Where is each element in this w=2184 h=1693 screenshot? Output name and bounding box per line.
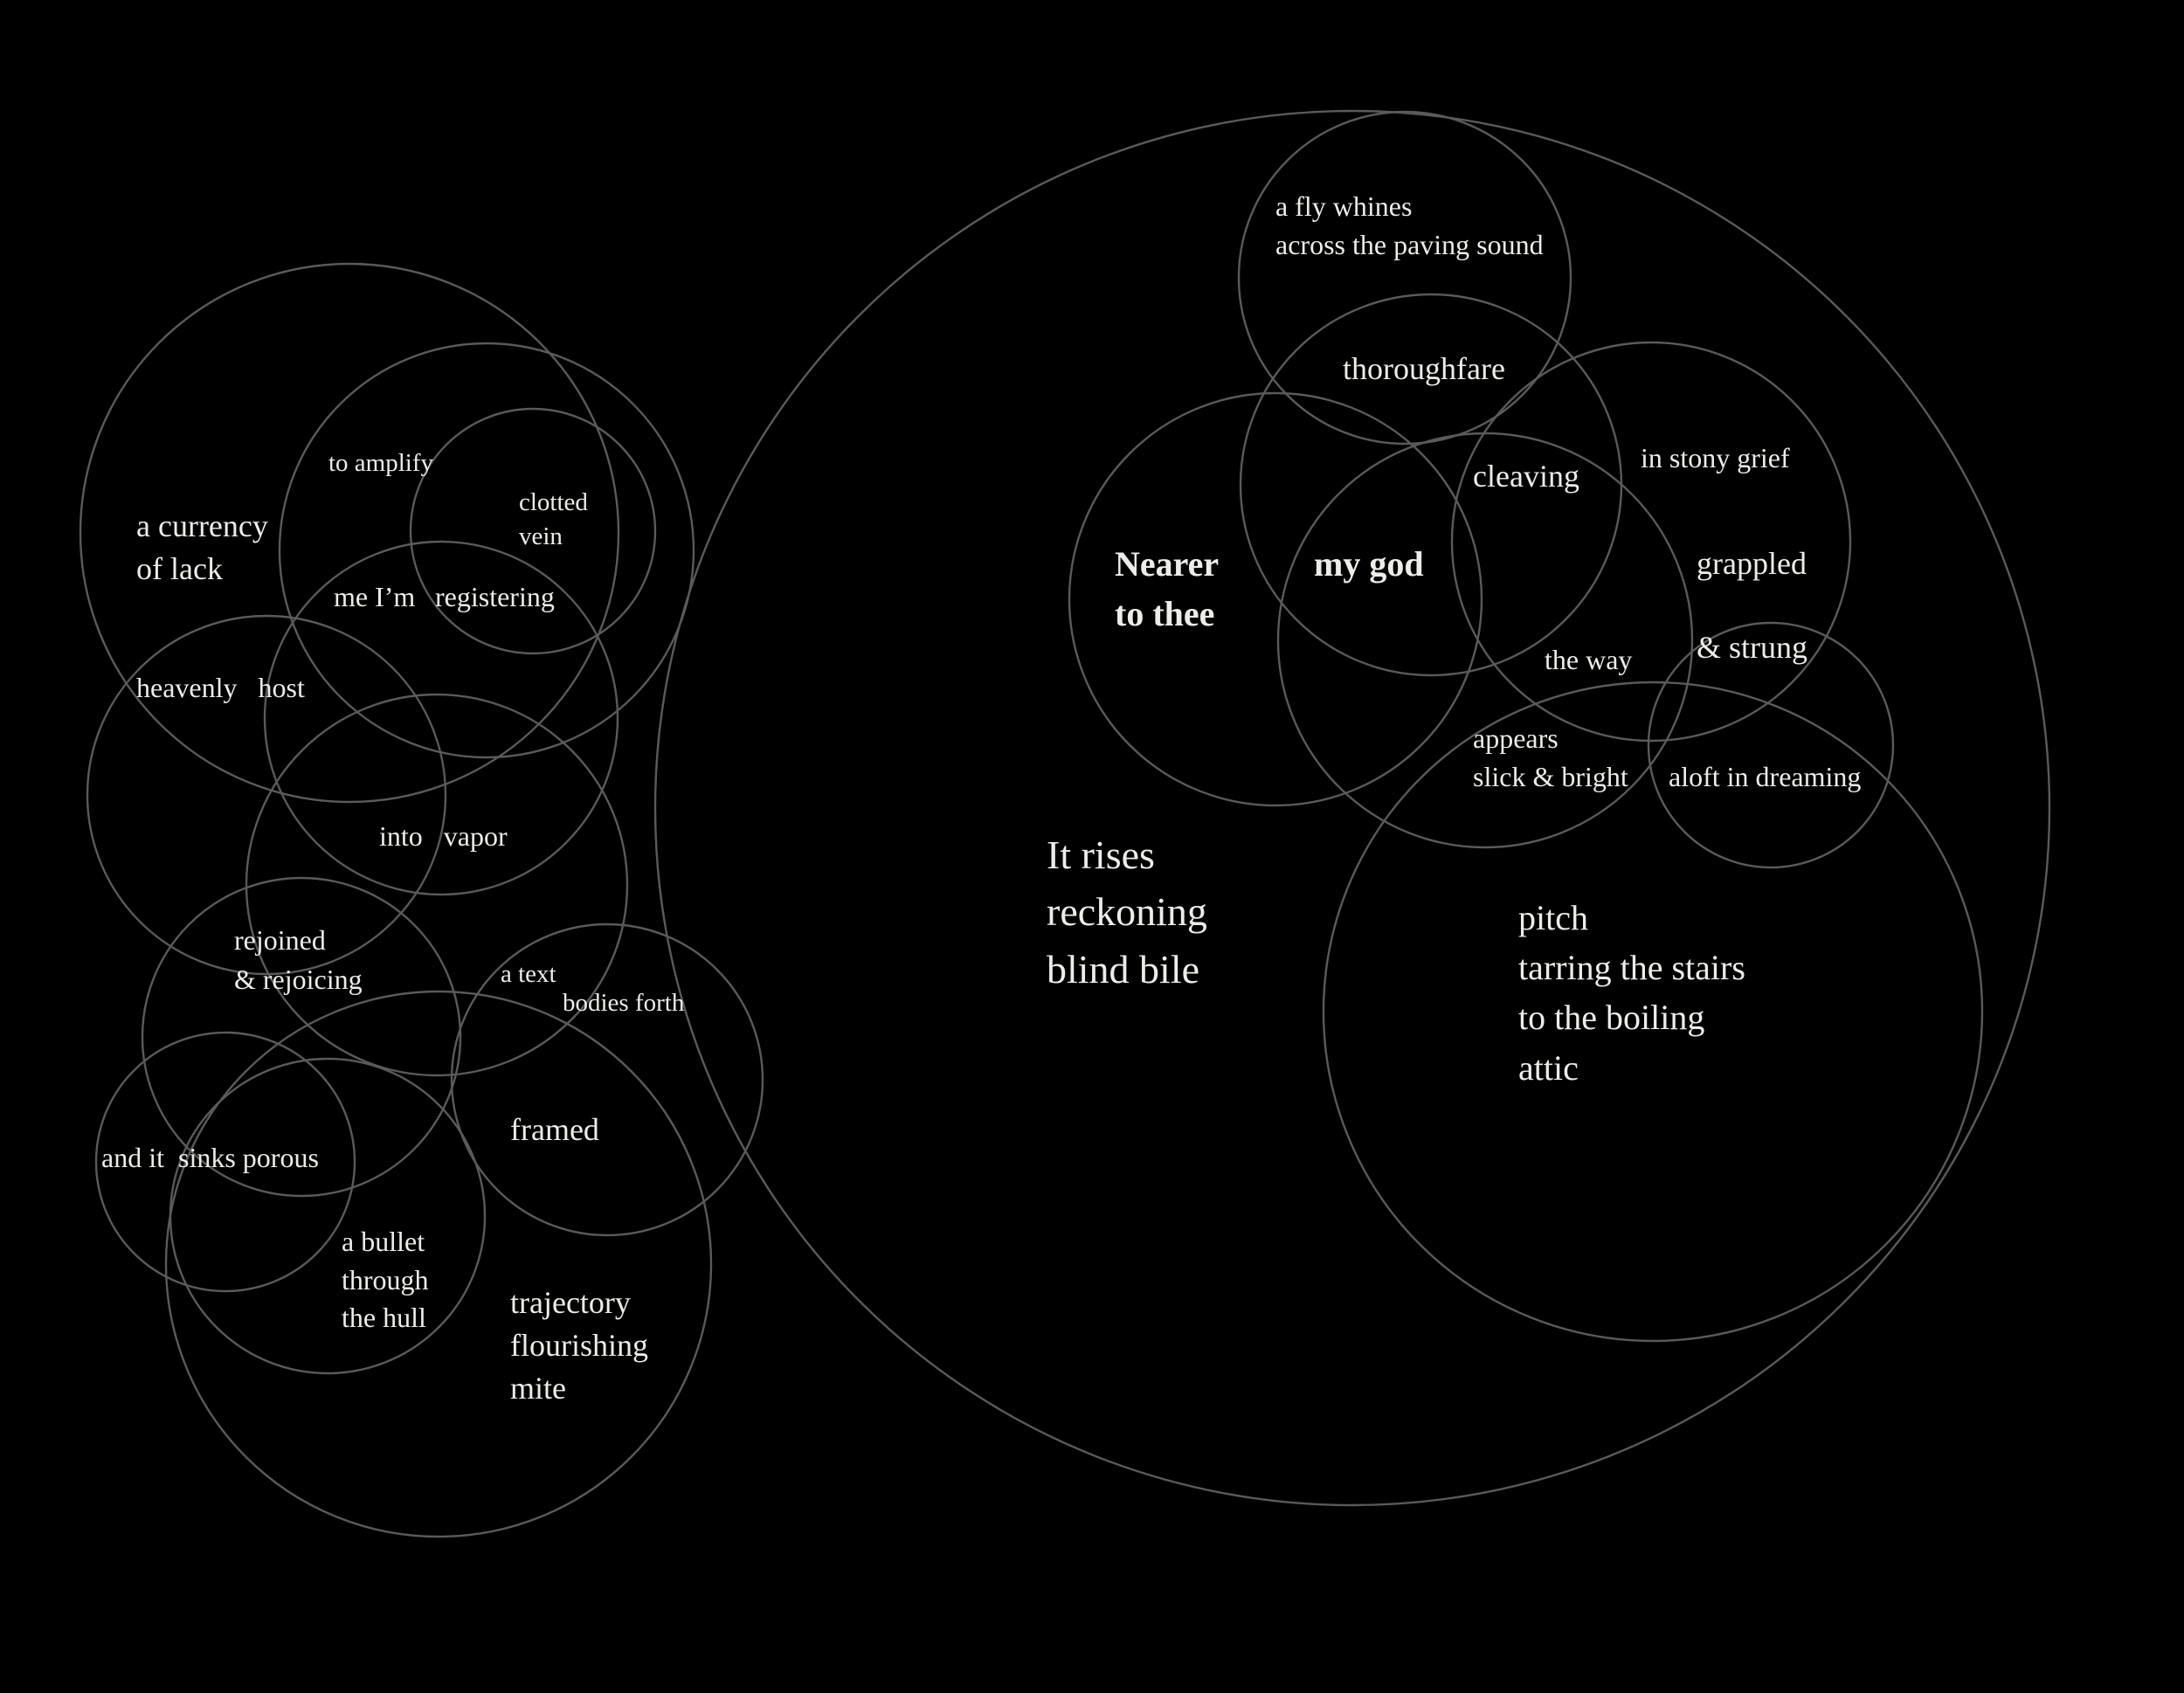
phrase-line: clotted [519, 488, 588, 516]
phrase-to-amplify: to amplify [328, 449, 434, 477]
circle-left-framed [450, 923, 764, 1237]
phrase-line: blind bile [1047, 946, 1200, 992]
circle-right-outer [653, 109, 2051, 1507]
phrase-line: & rejoicing [234, 964, 363, 996]
circle-left-porous [94, 1031, 356, 1293]
phrase-cleaving: cleaving [1473, 459, 1579, 494]
phrase-and-it-sinks-porous: and it sinks porous [101, 1142, 319, 1173]
phrase-nearer-to-thee: Nearer to thee [1115, 540, 1219, 639]
phrase-line: the hull [342, 1302, 426, 1334]
phrase-in-stony-grief: in stony grief [1641, 442, 1790, 473]
circle-left-vapor [245, 693, 629, 1077]
phrase-it-rises: It rises reckoning blind bile [1047, 826, 1207, 998]
circle-left-currency [79, 262, 620, 804]
phrase-line: pitch [1518, 898, 1588, 937]
phrase-line: reckoning [1047, 889, 1207, 935]
phrase-line: slick & bright [1473, 760, 1628, 792]
phrase-line: through [342, 1263, 429, 1296]
phrase-bodies-forth: bodies forth [563, 989, 685, 1017]
phrase-grappled: grappled [1697, 546, 1807, 581]
phrase-line: a fly whines [1275, 190, 1413, 222]
circle-left-registering [263, 540, 619, 896]
phrase-currency-of-lack: a currency of lack [136, 505, 268, 591]
phrase-into-vapor: into vapor [379, 820, 508, 852]
circle-left-rejoined [141, 876, 462, 1198]
phrase-line: to the boiling [1518, 998, 1705, 1038]
circle-right-stony [1450, 341, 1852, 743]
phrase-line: attic [1518, 1047, 1579, 1088]
phrase-pitch-tarring: pitch tarring the stairs to the boiling … [1518, 893, 1745, 1093]
phrase-line: across the paving sound [1275, 228, 1544, 260]
phrase-line: rejoined [234, 924, 326, 956]
circle-left-heavenly [86, 614, 447, 976]
phrase-fly-whines: a fly whines across the paving sound [1275, 188, 1544, 264]
circle-right-aloft [1647, 621, 1895, 869]
phrase-framed: framed [510, 1112, 599, 1147]
phrase-line: mite [510, 1370, 566, 1406]
phrase-line: flourishing [510, 1327, 648, 1363]
phrase-trajectory-flourishing-mite: trajectory flourishing mite [510, 1282, 648, 1410]
phrase-aloft-in-dreaming: aloft in dreaming [1669, 761, 1862, 792]
phrase-bullet-through-hull: a bullet through the hull [342, 1223, 429, 1337]
phrase-registering: registering [435, 581, 555, 612]
circle-left-amplify [278, 342, 695, 759]
phrase-line: to thee [1115, 593, 1215, 633]
phrase-appears-slick-bright: appears slick & bright [1473, 720, 1628, 796]
phrase-line: of lack [136, 550, 223, 586]
phrase-line: Nearer [1115, 544, 1220, 584]
circle-left-trajectory [164, 990, 713, 1538]
phrase-line: trajectory [510, 1285, 631, 1320]
phrase-a-text: a text [501, 960, 556, 988]
circle-right-fly [1237, 110, 1572, 446]
phrase-line: tarring the stairs [1518, 948, 1745, 988]
phrase-line: appears [1473, 722, 1559, 754]
circle-right-nearer [1068, 391, 1483, 807]
phrase-me-im: me I’m [334, 581, 416, 612]
circle-left-clotted [409, 407, 657, 655]
phrase-line: It rises [1047, 833, 1155, 877]
phrase-rejoined-rejoicing: rejoined & rejoicing [234, 921, 363, 1000]
phrase-and-strung: & strung [1697, 630, 1808, 665]
phrase-line: vein [519, 522, 563, 551]
phrase-clotted-vein: clotted vein [519, 486, 588, 555]
phrase-heavenly-host: heavenly host [136, 672, 305, 703]
circle-right-pitch [1322, 681, 1984, 1343]
phrase-thoroughfare: thoroughfare [1343, 351, 1505, 386]
phrase-line: a currency [136, 508, 268, 543]
phrase-my-god: my god [1314, 544, 1424, 584]
phrase-the-way: the way [1545, 644, 1633, 675]
phrase-line: a bullet [342, 1226, 425, 1257]
